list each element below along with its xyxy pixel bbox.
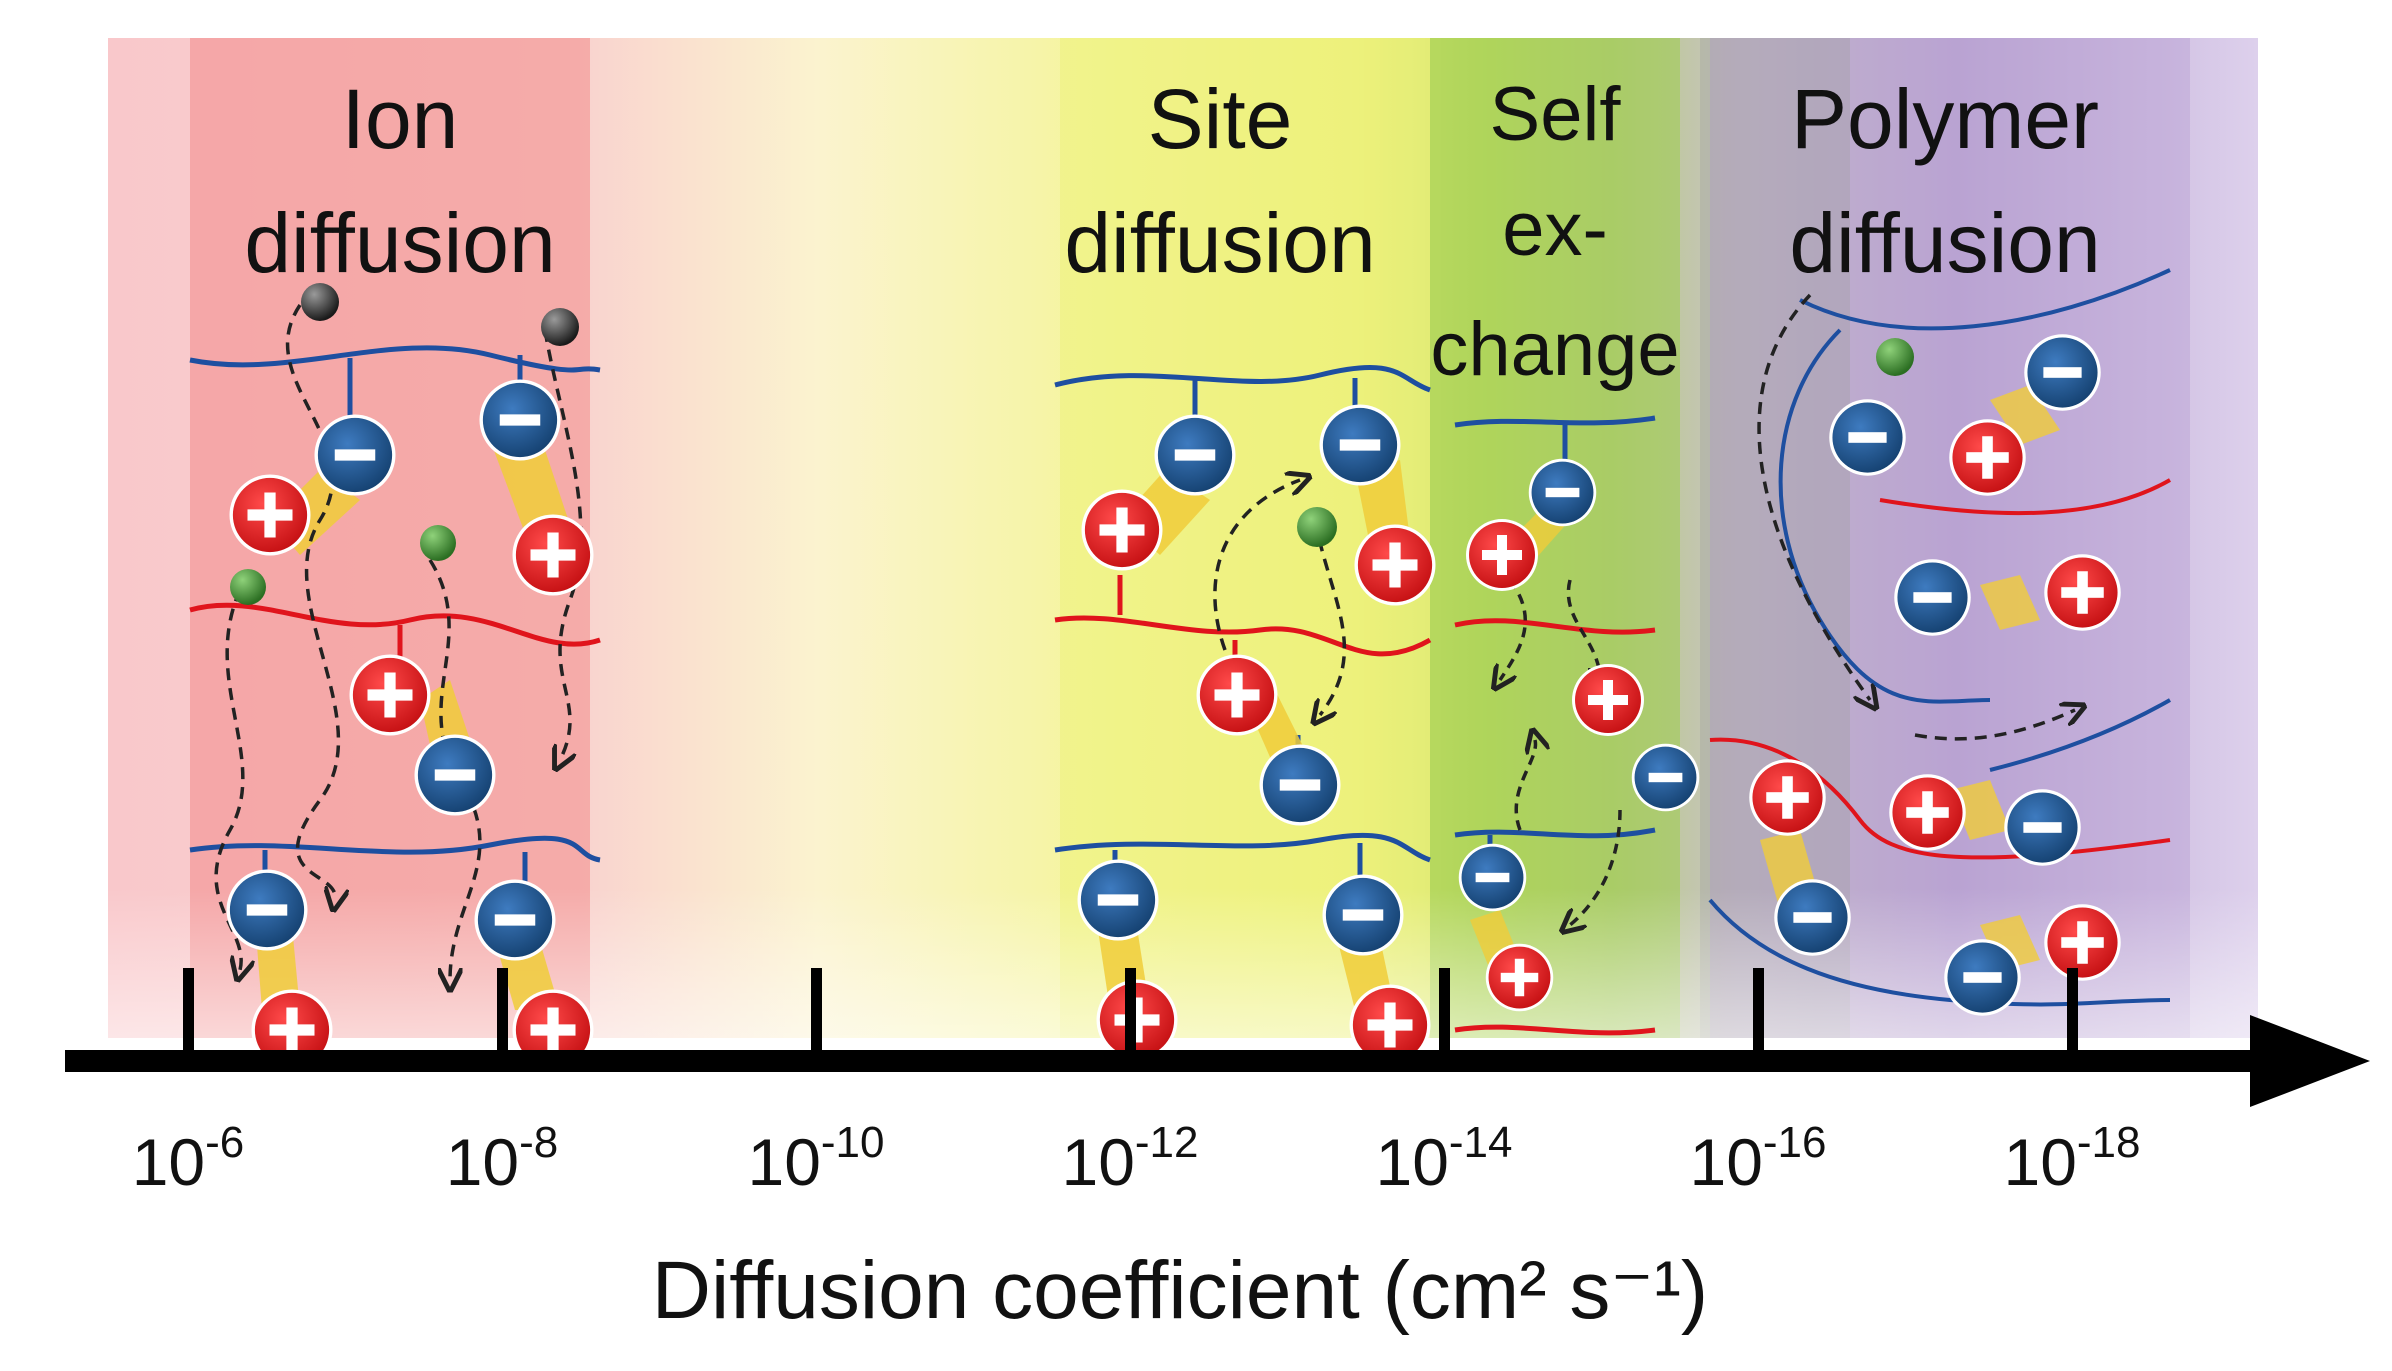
cation-ion xyxy=(2044,554,2121,631)
tick-mark xyxy=(1753,968,1764,1058)
anion-ion xyxy=(414,734,496,816)
ion-diffusion-illustration xyxy=(189,283,601,1071)
anion-ion xyxy=(1259,744,1341,826)
anion-ion xyxy=(1322,874,1404,956)
tick-label: 10-18 xyxy=(2003,1118,2140,1199)
anion-ion xyxy=(226,869,308,951)
self-label-line-3: change xyxy=(1430,307,1679,392)
tick-label: 10-16 xyxy=(1689,1118,1826,1199)
self-exchange-illustration xyxy=(1454,415,1700,1036)
tick-mark xyxy=(2067,968,2078,1058)
cation-ion xyxy=(2044,904,2121,981)
anion-ion xyxy=(479,379,561,461)
polyanion-chain xyxy=(1799,268,2171,331)
cation-ion xyxy=(1889,774,1966,851)
polycation-chain xyxy=(1454,618,1656,635)
tick-label: 10-10 xyxy=(747,1118,884,1199)
site-diffusion-illustration xyxy=(1054,365,1436,1066)
axis-arrowhead xyxy=(2250,1015,2370,1107)
cation-ion xyxy=(1081,489,1163,571)
tick-mark xyxy=(811,968,822,1058)
site-label-line-1: Site xyxy=(1148,72,1293,166)
polycation-chain xyxy=(1454,1024,1656,1036)
cation-ion xyxy=(229,474,311,556)
axis: 10-6 10-8 10-10 10-12 10-14 10-16 10-18 … xyxy=(65,968,2370,1336)
tick-label: 10-8 xyxy=(446,1118,559,1199)
anion-ion xyxy=(1458,843,1527,912)
anion-ion xyxy=(1829,399,1906,476)
anion-ion xyxy=(1894,559,1971,636)
cation-ion xyxy=(1354,524,1436,606)
anion-ion xyxy=(1528,458,1597,527)
polyanion-chain xyxy=(1054,365,1431,393)
anion-ion xyxy=(1154,414,1236,496)
anion-ion xyxy=(1774,879,1851,956)
cation-ion xyxy=(1749,759,1826,836)
ion-label-line-2: diffusion xyxy=(244,196,555,290)
axis-line xyxy=(65,1050,2265,1072)
cation-ion xyxy=(1949,419,2026,496)
polyanion-chain xyxy=(189,345,601,373)
cation-ion xyxy=(1196,654,1278,736)
anion-ion xyxy=(1319,404,1401,486)
polyanion-chain xyxy=(1054,832,1431,863)
polyanion-chain xyxy=(1708,898,2171,1007)
polycation-chain xyxy=(189,602,601,647)
anion-ion xyxy=(1631,743,1700,812)
cation-ion xyxy=(512,514,594,596)
axis-title: Diffusion coefficient (cm² s⁻¹) xyxy=(652,1245,1708,1336)
tick-label: 10-6 xyxy=(132,1118,245,1199)
polyanion-chain xyxy=(1454,415,1656,428)
anion-ion xyxy=(2004,789,2081,866)
cation-ion xyxy=(1572,664,1644,736)
polyanion-chain xyxy=(1454,827,1656,839)
background-fade xyxy=(108,38,2258,1038)
polymer-diffusion-illustration xyxy=(1708,268,2171,1016)
self-label-line-1: Self xyxy=(1490,72,1622,157)
tick-mark xyxy=(1439,968,1450,1058)
tick-mark xyxy=(1125,968,1136,1058)
self-label-line-2: ex- xyxy=(1502,187,1608,272)
site-label-line-2: diffusion xyxy=(1064,196,1375,290)
anion-ion xyxy=(1944,939,2021,1016)
cation-ion xyxy=(1466,519,1538,591)
anion-ion xyxy=(2024,334,2101,411)
anion-ion xyxy=(474,879,556,961)
tick-label: 10-14 xyxy=(1375,1118,1512,1199)
polyanion-chain xyxy=(1989,698,2171,772)
polycation-chain xyxy=(1054,615,1432,657)
anion-ion xyxy=(314,414,396,496)
anion-ion xyxy=(1077,859,1159,941)
polycation-chain xyxy=(1879,478,2171,516)
cation-ion xyxy=(1096,979,1178,1061)
polyanion-chain xyxy=(189,835,601,863)
tick-mark xyxy=(497,968,508,1058)
ion-label-line-1: Ion xyxy=(342,72,459,166)
cation-ion xyxy=(1485,943,1554,1012)
cation-ion xyxy=(349,654,431,736)
tick-mark xyxy=(183,968,194,1058)
tick-label: 10-12 xyxy=(1061,1118,1198,1199)
polymer-label-line-2: diffusion xyxy=(1789,196,2100,290)
polymer-label-line-1: Polymer xyxy=(1791,72,2099,166)
